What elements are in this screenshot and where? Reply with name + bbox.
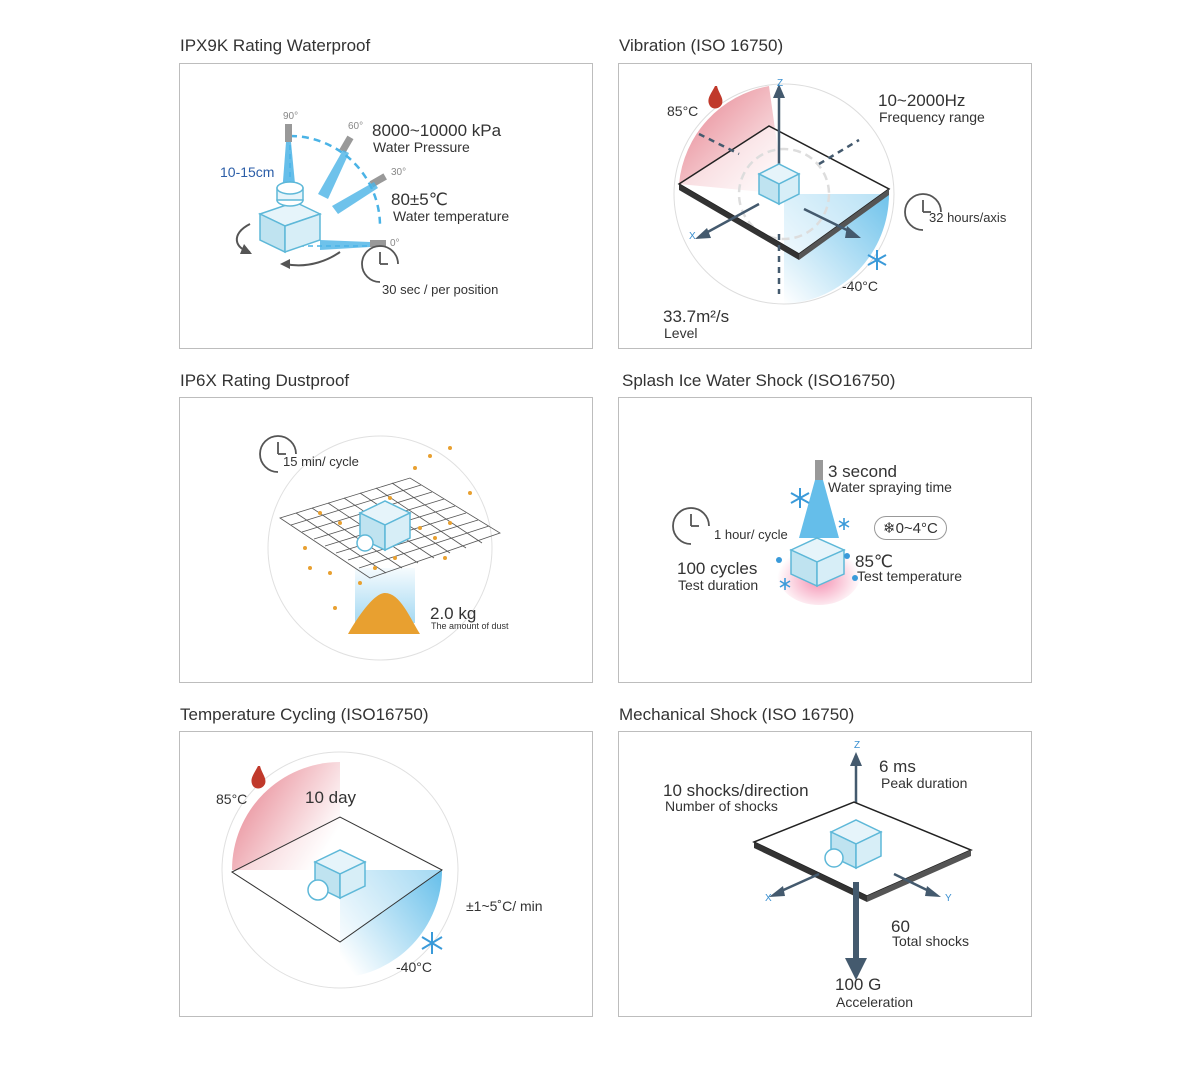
thermal-rate: ±1~5˚C/ min: [466, 898, 543, 914]
waterproof-diagram: [235, 124, 399, 283]
waterproof-panel: 90° 60° 30° 0° 10-15cm 8000~10000 kPa Wa…: [179, 63, 593, 349]
dustproof-timer-label: 15 min/ cycle: [283, 454, 359, 469]
device-icon: [356, 500, 412, 552]
thermal-duration: 10 day: [305, 788, 357, 807]
dust-amount-value: 2.0 kg: [430, 604, 477, 623]
spray-time-value: 3 second: [828, 462, 897, 481]
water-temp-value: 0~4°C: [895, 520, 938, 537]
snowflake-small-icon: [838, 518, 850, 530]
flame-icon: [251, 766, 266, 789]
water-temp-label: Water temperature: [393, 208, 510, 224]
device-icon: [307, 849, 367, 901]
device-icon: [824, 819, 883, 870]
dustproof-panel: 15 min/ cycle 2.0 kg The amount of dust: [179, 397, 593, 683]
thermal-diagram: [221, 751, 459, 989]
device-icon: [258, 181, 322, 254]
vibration-panel: 85°C Z X 10~2000Hz Frequency range 32 ho…: [618, 63, 1032, 349]
snowflake-small-icon: [779, 578, 791, 590]
vibration-timer-label: 32 hours/axis: [929, 210, 1007, 225]
thermal-title: Temperature Cycling (ISO16750): [180, 705, 429, 724]
test-temp-label: Test temperature: [857, 568, 963, 584]
water-drop-icon: [844, 553, 850, 559]
splash-timer-label: 1 hour/ cycle: [714, 527, 788, 542]
device-icon: [757, 163, 801, 206]
water-temp-value: 80±5℃: [391, 190, 448, 209]
angle-60-label: 60°: [348, 121, 364, 132]
total-shocks-label: Total shocks: [892, 933, 970, 949]
angle-30-label: 30°: [391, 167, 407, 178]
snowflake-icon: [790, 488, 810, 508]
axis-z-label: Z: [777, 78, 784, 89]
clock-icon: [904, 193, 942, 231]
pressure-label: Water Pressure: [373, 139, 470, 155]
clock-icon: [361, 245, 399, 283]
water-temp-pill: ❄0~4°C: [874, 516, 947, 540]
shock-count-label: Number of shocks: [665, 798, 778, 814]
vibration-diagram: [673, 83, 942, 305]
distance-label: 10-15cm: [220, 164, 275, 180]
frequency-label: Frequency range: [879, 109, 985, 125]
splash-diagram: [672, 460, 861, 605]
clock-icon: [259, 435, 297, 473]
level-value: 33.7m²/s: [663, 307, 730, 326]
total-shocks-value: 60: [891, 917, 910, 936]
angle-0-label: 0°: [390, 238, 400, 249]
shock-title: Mechanical Shock (ISO 16750): [619, 705, 855, 724]
shock-diagram: [752, 752, 973, 980]
snowflake-icon: [867, 250, 887, 270]
pressure-value: 8000~10000 kPa: [372, 121, 502, 140]
axis-x-label: X: [689, 231, 696, 242]
peak-duration-label: Peak duration: [881, 775, 968, 791]
device-icon: [789, 537, 846, 588]
flame-icon: [708, 86, 723, 109]
mesh-grid: [279, 477, 501, 579]
axis-z-label: Z: [854, 740, 861, 751]
dustproof-diagram: [259, 435, 501, 661]
vibration-title: Vibration (ISO 16750): [619, 36, 784, 55]
test-temp-value: 85℃: [855, 552, 894, 571]
water-drop-icon: [852, 575, 858, 581]
thermal-panel: 85°C 10 day ±1~5˚C/ min -40°C: [179, 731, 593, 1017]
axis-y-label: Y: [945, 893, 952, 904]
angle-90-label: 90°: [283, 111, 299, 122]
snowflake-icon: ❄: [883, 520, 896, 537]
shock-panel: Z X Y 6 ms Peak duration 10 shocks/direc…: [618, 731, 1032, 1017]
cycles-value: 100 cycles: [677, 559, 758, 578]
peak-duration-value: 6 ms: [879, 757, 916, 776]
thermal-hot-temp: 85°C: [216, 791, 248, 807]
dust-amount-label: The amount of dust: [431, 621, 509, 631]
shock-count-value: 10 shocks/direction: [663, 781, 809, 800]
snowflake-icon: [421, 932, 443, 954]
dust-pile-icon: [348, 593, 420, 634]
level-label: Level: [664, 325, 698, 341]
dustproof-title: IP6X Rating Dustproof: [180, 371, 350, 390]
vibration-hot-temp: 85°C: [667, 103, 699, 119]
axis-x-label: X: [765, 893, 772, 904]
acceleration-label: Acceleration: [836, 994, 914, 1010]
thermal-cold-temp: -40°C: [396, 959, 432, 975]
splash-panel: 3 second Water spraying time 1 hour/ cyc…: [618, 397, 1032, 683]
clock-icon: [672, 507, 710, 545]
frequency-value: 10~2000Hz: [878, 91, 966, 110]
vibration-cold-temp: -40°C: [842, 278, 878, 294]
water-drop-icon: [776, 557, 782, 563]
acceleration-value: 100 G: [835, 975, 882, 994]
waterproof-title: IPX9K Rating Waterproof: [180, 36, 371, 55]
spray-time-label: Water spraying time: [828, 479, 952, 495]
cycles-label: Test duration: [678, 577, 759, 593]
waterproof-timer-label: 30 sec / per position: [382, 282, 499, 297]
splash-title: Splash Ice Water Shock (ISO16750): [622, 371, 896, 390]
